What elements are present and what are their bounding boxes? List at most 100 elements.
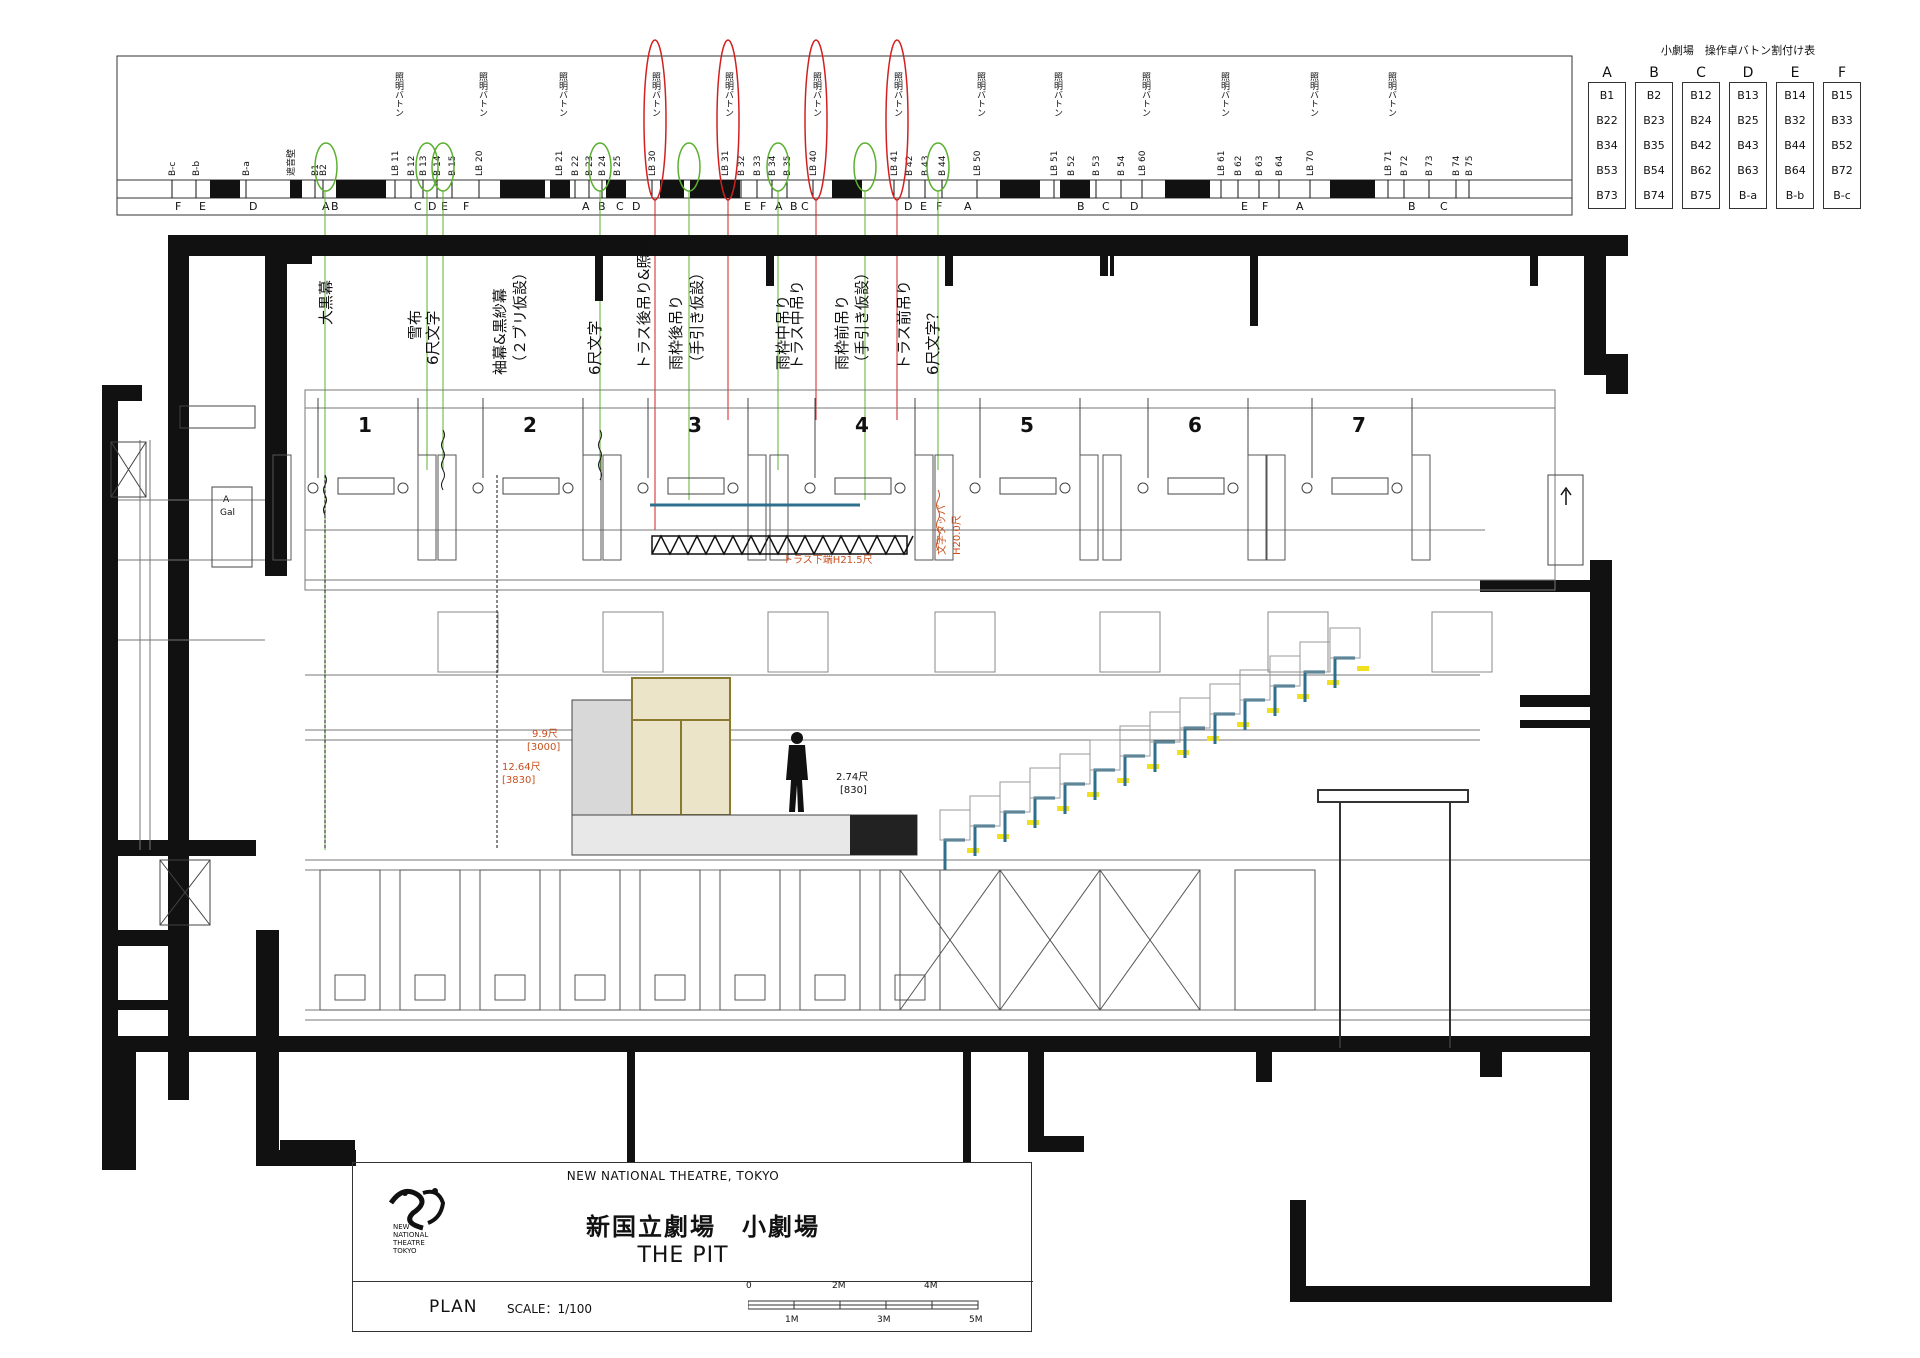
batten-label: LB 11: [391, 150, 401, 176]
structure-lines: [118, 389, 1590, 1021]
batten-label: LB 71: [1384, 150, 1394, 176]
batten-col-header: F: [1837, 65, 1847, 81]
console-letter: F: [463, 200, 469, 213]
lighting-batten-label: 照明バトン: [557, 72, 568, 117]
batten-label: B 23: [585, 156, 595, 177]
batten-cell: B52: [1831, 139, 1853, 152]
console-letter: E: [920, 200, 927, 213]
batten-label: B 13: [419, 156, 429, 177]
truss-bottom-dim: トラス下端H21.5尺: [783, 553, 873, 566]
console-letter: A: [775, 200, 783, 213]
console-letter: E: [199, 200, 206, 213]
scale-top-2m: 2M: [832, 1281, 846, 1291]
console-letter: B: [790, 200, 798, 213]
batten-label: B 75: [1465, 156, 1475, 177]
lighting-batten-label: 照明バトン: [477, 72, 488, 117]
console-letter: F: [936, 200, 942, 213]
batten-cell: B14: [1784, 89, 1806, 102]
console-letter: B: [1077, 200, 1085, 213]
batten-col-header: E: [1790, 65, 1800, 81]
batten-label: B 34: [768, 155, 778, 176]
zone-number-2: 2: [523, 413, 537, 437]
hanging-label: 大黒幕: [317, 280, 335, 325]
batten-cell: B-a: [1738, 189, 1758, 202]
console-letter: D: [428, 200, 436, 213]
curtains: [323, 429, 940, 850]
hanging-label: 雪布: [406, 310, 424, 340]
letter-taupa-dim: 文字タッパ: [935, 505, 948, 555]
lighting-batten-label: 照明バトン: [975, 72, 986, 117]
batten-label: LB 40: [809, 150, 819, 176]
batten-cell: B-b: [1785, 189, 1805, 202]
zone-number-3: 3: [688, 413, 702, 437]
batten-cell: B53: [1596, 164, 1618, 177]
hanging-label: 6尺文字: [586, 320, 604, 375]
batten-table-title: 小劇場 操作卓バトン割付け表: [1660, 44, 1816, 57]
dim-2-74: 2.74尺: [836, 771, 868, 783]
batten-cell: B13: [1737, 89, 1759, 102]
batten-col-header: D: [1742, 65, 1754, 81]
batten-label: B2: [319, 164, 329, 176]
scale-bottom-1m: 1M: [785, 1315, 799, 1325]
batten-label: B 53: [1092, 156, 1102, 177]
batten-label: LB 30: [648, 150, 658, 176]
theatre-name-jp: 新国立劇場 小劇場: [586, 1213, 820, 1241]
batten-cell: B34: [1596, 139, 1618, 152]
letter-height-dim: H20.0尺: [951, 515, 963, 555]
batten-cell: B35: [1643, 139, 1665, 152]
batten-cell: B32: [1784, 114, 1806, 127]
console-letter: F: [1262, 200, 1268, 213]
batten-label: B 44: [938, 155, 948, 176]
audience-seating: [939, 627, 1469, 1048]
console-letter: D: [249, 200, 257, 213]
batten-label: LB 20: [475, 150, 485, 176]
batten-cell: B64: [1784, 164, 1806, 177]
batten-cell: B23: [1643, 114, 1665, 127]
zone-number-5: 5: [1020, 413, 1034, 437]
batten-label: LB 41: [890, 150, 900, 176]
batten-cell: B25: [1737, 114, 1759, 127]
batten-label: B-c: [168, 162, 178, 176]
hanging-label: 雨枠中吊り: [774, 295, 792, 370]
batten-label: B 32: [737, 156, 747, 177]
hanging-label: 雨枠前吊り: [833, 295, 851, 370]
scale-bottom-3m: 3M: [877, 1315, 891, 1325]
lighting-batten-label: 照明バトン: [393, 72, 404, 117]
batten-label: B 74: [1452, 155, 1462, 176]
hanging-label: トラス前吊り: [895, 280, 913, 370]
batten-cell: B1: [1599, 89, 1615, 102]
batten-cell: B-c: [1833, 189, 1851, 202]
title-block: NEW NATIONAL THEATRE, TOKYO NEW NATIONAL…: [352, 1162, 1033, 1332]
batten-col-header: A: [1602, 65, 1612, 81]
console-letter: C: [801, 200, 809, 213]
lighting-batten-label: 照明バトン: [892, 72, 903, 117]
gallery-label-a: A: [223, 495, 230, 505]
dim-3830: [3830]: [502, 775, 535, 786]
truss: [651, 534, 914, 556]
batten-label: B 35: [783, 156, 793, 177]
plan-label: PLAN: [429, 1297, 478, 1317]
hanging-label: トラス中吊り: [788, 280, 806, 370]
batten-cell: B12: [1690, 89, 1712, 102]
organization-name: NEW NATIONAL THEATRE, TOKYO: [566, 1169, 780, 1183]
lighting-batten-label: 照明バトン: [1386, 72, 1397, 117]
batten-label: B 72: [1400, 156, 1410, 177]
walls: [102, 235, 1628, 1302]
batten-cell: B63: [1737, 164, 1759, 177]
logo-text: NEW NATIONAL THEATRE TOKYO: [393, 1223, 429, 1255]
dim-12-64: 12.64尺: [502, 761, 541, 773]
batten-label: B 15: [448, 156, 458, 177]
understage-scaffold: [319, 869, 1316, 1011]
batten-cell: B72: [1831, 164, 1853, 177]
batten-col-header: B: [1649, 65, 1659, 81]
console-letter: F: [175, 200, 181, 213]
scale-top-4m: 4M: [924, 1281, 938, 1291]
batten-cell: B73: [1596, 189, 1618, 202]
console-letter: A: [1296, 200, 1304, 213]
batten-cell: B24: [1690, 114, 1712, 127]
lighting-batten-label: 照明バトン: [1140, 72, 1151, 117]
